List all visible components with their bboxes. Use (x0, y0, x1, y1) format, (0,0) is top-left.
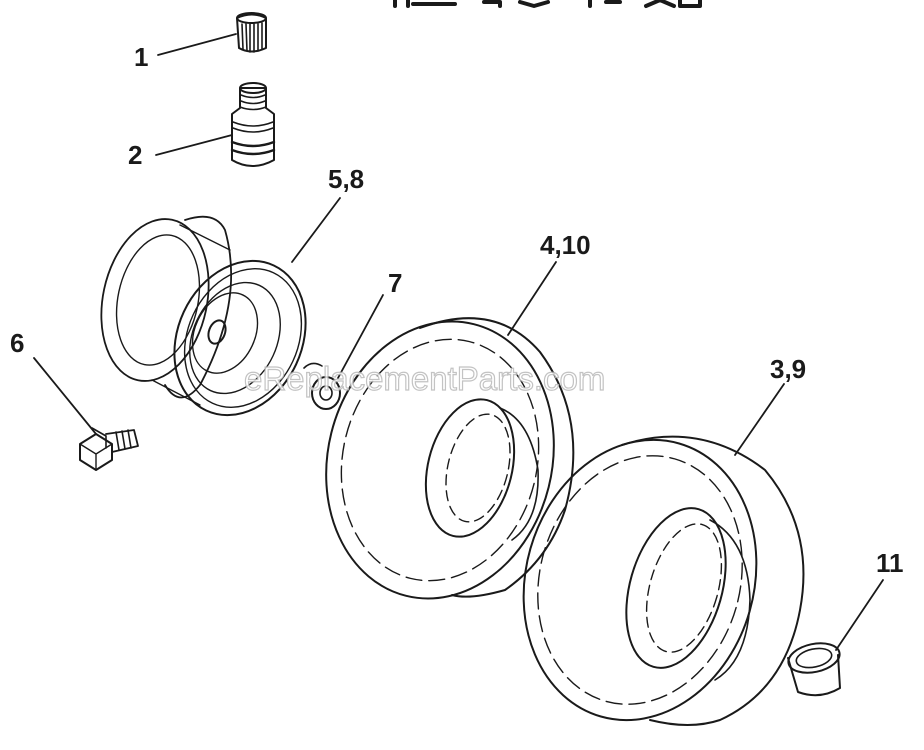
leader-line-5-8 (291, 197, 341, 263)
leader-line-3-9 (734, 383, 785, 456)
tire-part-rear (522, 435, 805, 726)
leader-line-1 (157, 33, 237, 56)
leader-line-6 (33, 357, 97, 435)
callout-label-7: 7 (388, 268, 402, 298)
valve-stem-part (230, 82, 276, 167)
callout-label-1: 1 (134, 42, 148, 72)
callout-labels: 1 2 5,8 7 6 4,10 3,9 11 (10, 42, 904, 578)
callout-label-3-9: 3,9 (770, 354, 806, 384)
leader-line-2 (155, 134, 233, 156)
leader-line-11 (835, 579, 884, 651)
bushing-part (787, 642, 841, 697)
leader-line-7 (337, 294, 384, 379)
callout-label-2: 2 (128, 140, 142, 170)
callout-label-11: 11 (876, 548, 904, 578)
cropped-heading-fragment (393, 0, 702, 8)
valve-cap-part (236, 12, 267, 53)
leader-lines (33, 33, 884, 651)
callout-label-5-8: 5,8 (328, 164, 364, 194)
lug-bolt-part (79, 427, 139, 471)
watermark-text: eReplacementParts.com (244, 360, 605, 397)
washer-part (303, 362, 341, 410)
callout-label-6: 6 (10, 328, 24, 358)
callout-label-4-10: 4,10 (540, 230, 591, 260)
leader-line-4-10 (507, 261, 557, 336)
wheel-rim-part (100, 215, 307, 417)
